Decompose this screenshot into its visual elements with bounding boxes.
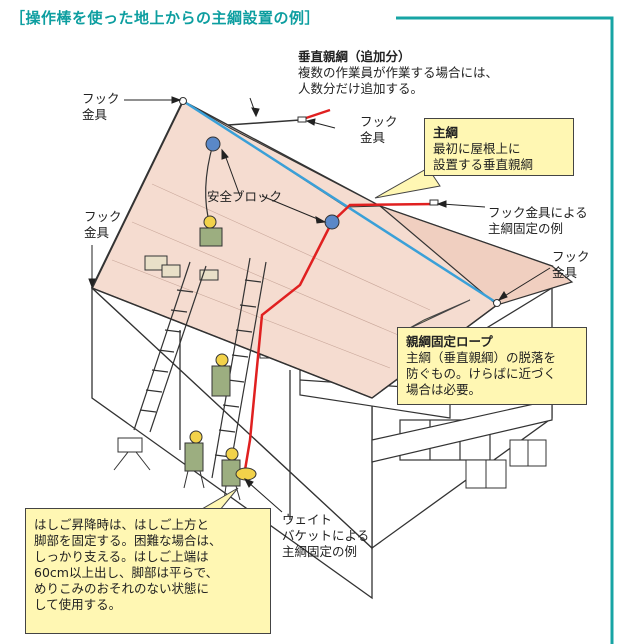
stand <box>113 437 151 471</box>
hook-fittings <box>179 97 501 307</box>
lifeline-ridge <box>182 99 498 305</box>
label-hook-1: フック金具 <box>82 91 120 122</box>
callout-anchor-rope: 親綱固定ロープ 主綱（垂直親綱）の脱落を 防ぐもの。けらばに近づく 場合は必要。 <box>397 327 587 405</box>
roof-items <box>144 255 219 281</box>
label-hook-2: フック金具 <box>360 114 398 145</box>
workers <box>183 215 241 501</box>
label-vertical-lifeline: 垂直親綱（追加分） 複数の作業員が作業する場合には、 人数分だけ追加する。 <box>298 49 499 96</box>
weight-bucket <box>235 467 257 481</box>
label-safety-block: 安全ブロック <box>207 189 283 204</box>
label-hook-3: フック金具 <box>84 209 122 240</box>
safety-block-left <box>205 136 221 152</box>
label-hook-4: フック金具 <box>552 249 590 280</box>
vertical-lifeline <box>227 119 301 126</box>
ladder-right <box>211 257 267 481</box>
label-weight-bucket: ウェイトバケットによる主綱固定の例 <box>282 512 370 559</box>
page-title: ［操作棒を使った地上からの主綱設置の例］ <box>10 9 321 27</box>
main-rope-pointer <box>374 167 441 199</box>
leader-lines <box>88 96 551 513</box>
callout-main-rope: 主綱 最初に屋根上に 設置する垂直親綱 <box>424 118 574 176</box>
callout-ladder: はしご昇降時は、はしご上方と 脚部を固定する。困難な場合は、 しっかり支える。は… <box>25 508 271 634</box>
anchor-rope-pointer <box>405 299 471 331</box>
ladder-left <box>133 261 207 433</box>
label-hook-fixing: フック金具による主綱固定の例 <box>488 205 588 236</box>
safety-block-right <box>324 214 340 230</box>
frame-line <box>396 16 614 644</box>
